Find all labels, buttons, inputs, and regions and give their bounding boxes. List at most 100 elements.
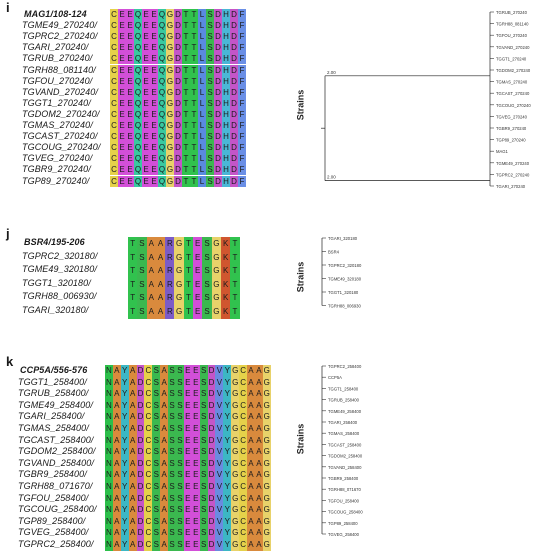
residue-cell: G — [166, 64, 174, 76]
residue-cell: A — [146, 305, 156, 319]
strain-label: TGDOM2_258400/ — [18, 446, 96, 457]
residue-cell: A — [247, 376, 255, 389]
residue-cell: D — [214, 53, 222, 65]
residue-cell: C — [239, 515, 248, 528]
residue-cell: T — [230, 277, 240, 292]
residue-cell: F — [238, 31, 246, 43]
residue-cell: F — [238, 20, 246, 32]
residue-cell: Q — [134, 131, 142, 143]
residue-cell: H — [222, 131, 230, 143]
residue-cell: S — [199, 423, 208, 435]
residue-cell: E — [142, 131, 150, 143]
tree-leaf-label: TGARI_258400 — [328, 420, 358, 425]
residue-cell: T — [183, 264, 194, 278]
residue-cell: S — [199, 399, 208, 412]
residue-cell: F — [238, 175, 246, 187]
residue-cell: T — [183, 305, 194, 319]
residue-cell: E — [191, 504, 200, 516]
residue-cell: A — [160, 446, 169, 458]
residue-cell: N — [105, 539, 113, 551]
tree-leaf-label: TGRH88_071670 — [328, 487, 361, 492]
strain-label: TGMAS_270240/ — [22, 120, 93, 130]
residue-cell: Y — [120, 376, 129, 389]
residue-cell: D — [214, 20, 222, 32]
residue-cell: S — [199, 434, 208, 447]
residue-cell: T — [128, 291, 138, 305]
residue-cell: Y — [223, 376, 232, 389]
residue-cell: D — [230, 31, 238, 43]
residue-cell: S — [152, 469, 161, 481]
residue-cell: S — [176, 539, 184, 551]
residue-cell: S — [199, 365, 208, 377]
residue-cell: R — [165, 277, 175, 292]
residue-cell: T — [183, 250, 194, 265]
residue-cell: D — [207, 411, 216, 423]
residue-cell: C — [110, 108, 118, 120]
residue-cell: E — [193, 237, 203, 251]
residue-cell: S — [152, 527, 161, 539]
tree-leaf-label: TGFOU_258400 — [328, 498, 360, 503]
residue-cell: N — [105, 423, 113, 435]
residue-cell: G — [231, 481, 240, 493]
tree-leaf-label: TGPRC2_258400 — [328, 364, 362, 369]
residue-cell: G — [166, 75, 174, 87]
residue-cell: Y — [223, 481, 232, 493]
residue-cell: C — [239, 539, 248, 551]
residue-cell: T — [190, 175, 198, 187]
residue-cell: G — [166, 86, 174, 98]
residue-cell: A — [112, 411, 121, 423]
residue-cell: E — [142, 153, 150, 165]
residue-cell: D — [207, 481, 216, 493]
tree-leaf-label: TGDOM2_270240 — [496, 68, 531, 73]
residue-cell: G — [166, 120, 174, 132]
residue-cell: S — [168, 527, 177, 539]
residue-cell: C — [144, 469, 153, 481]
residue-cell: G — [231, 365, 240, 377]
phylogenetic-tree: TGRUB_270240TGRH88_081140TGFOU_270240TGV… — [321, 10, 531, 189]
residue-cell: G — [231, 434, 240, 447]
residue-cell: G — [166, 20, 174, 32]
residue-cell: E — [150, 42, 158, 54]
residue-cell: S — [206, 108, 214, 120]
residue-cell: E — [142, 31, 150, 43]
strain-label: TGGT1_258400/ — [18, 376, 87, 387]
residue-cell: G — [231, 515, 240, 528]
residue-cell: C — [239, 481, 248, 493]
residue-cell: C — [144, 492, 153, 505]
residue-cell: G — [262, 539, 271, 551]
residue-cell: S — [152, 388, 161, 400]
residue-cell: D — [230, 97, 238, 109]
residue-cell: H — [222, 108, 230, 120]
residue-cell: G — [211, 250, 221, 265]
residue-cell: E — [126, 42, 134, 54]
residue-cell: S — [168, 388, 177, 400]
residue-cell: Q — [158, 131, 166, 143]
residue-cell: D — [230, 108, 238, 120]
residue-cell: D — [207, 399, 216, 412]
residue-cell: S — [152, 492, 161, 505]
tree-leaf-label: TGPRC2_320180 — [328, 263, 362, 268]
residue-cell: H — [222, 97, 230, 109]
residue-cell: E — [183, 492, 192, 505]
residue-cell: D — [174, 42, 182, 54]
residue-cell: H — [222, 64, 230, 76]
residue-cell: F — [238, 153, 246, 165]
residue-cell: Q — [134, 153, 142, 165]
residue-cell: D — [136, 446, 145, 458]
residue-cell: Q — [134, 86, 142, 98]
residue-cell: C — [110, 53, 118, 65]
residue-cell: D — [174, 20, 182, 32]
residue-cell: D — [214, 153, 222, 165]
residue-cell: C — [144, 376, 153, 389]
residue-cell: E — [126, 175, 134, 187]
residue-cell: S — [152, 457, 161, 470]
residue-cell: A — [247, 434, 255, 447]
residue-cell: A — [128, 527, 137, 539]
residue-cell: A — [160, 504, 169, 516]
residue-cell: S — [206, 131, 214, 143]
strain-label: TGGT1_270240/ — [22, 97, 91, 108]
